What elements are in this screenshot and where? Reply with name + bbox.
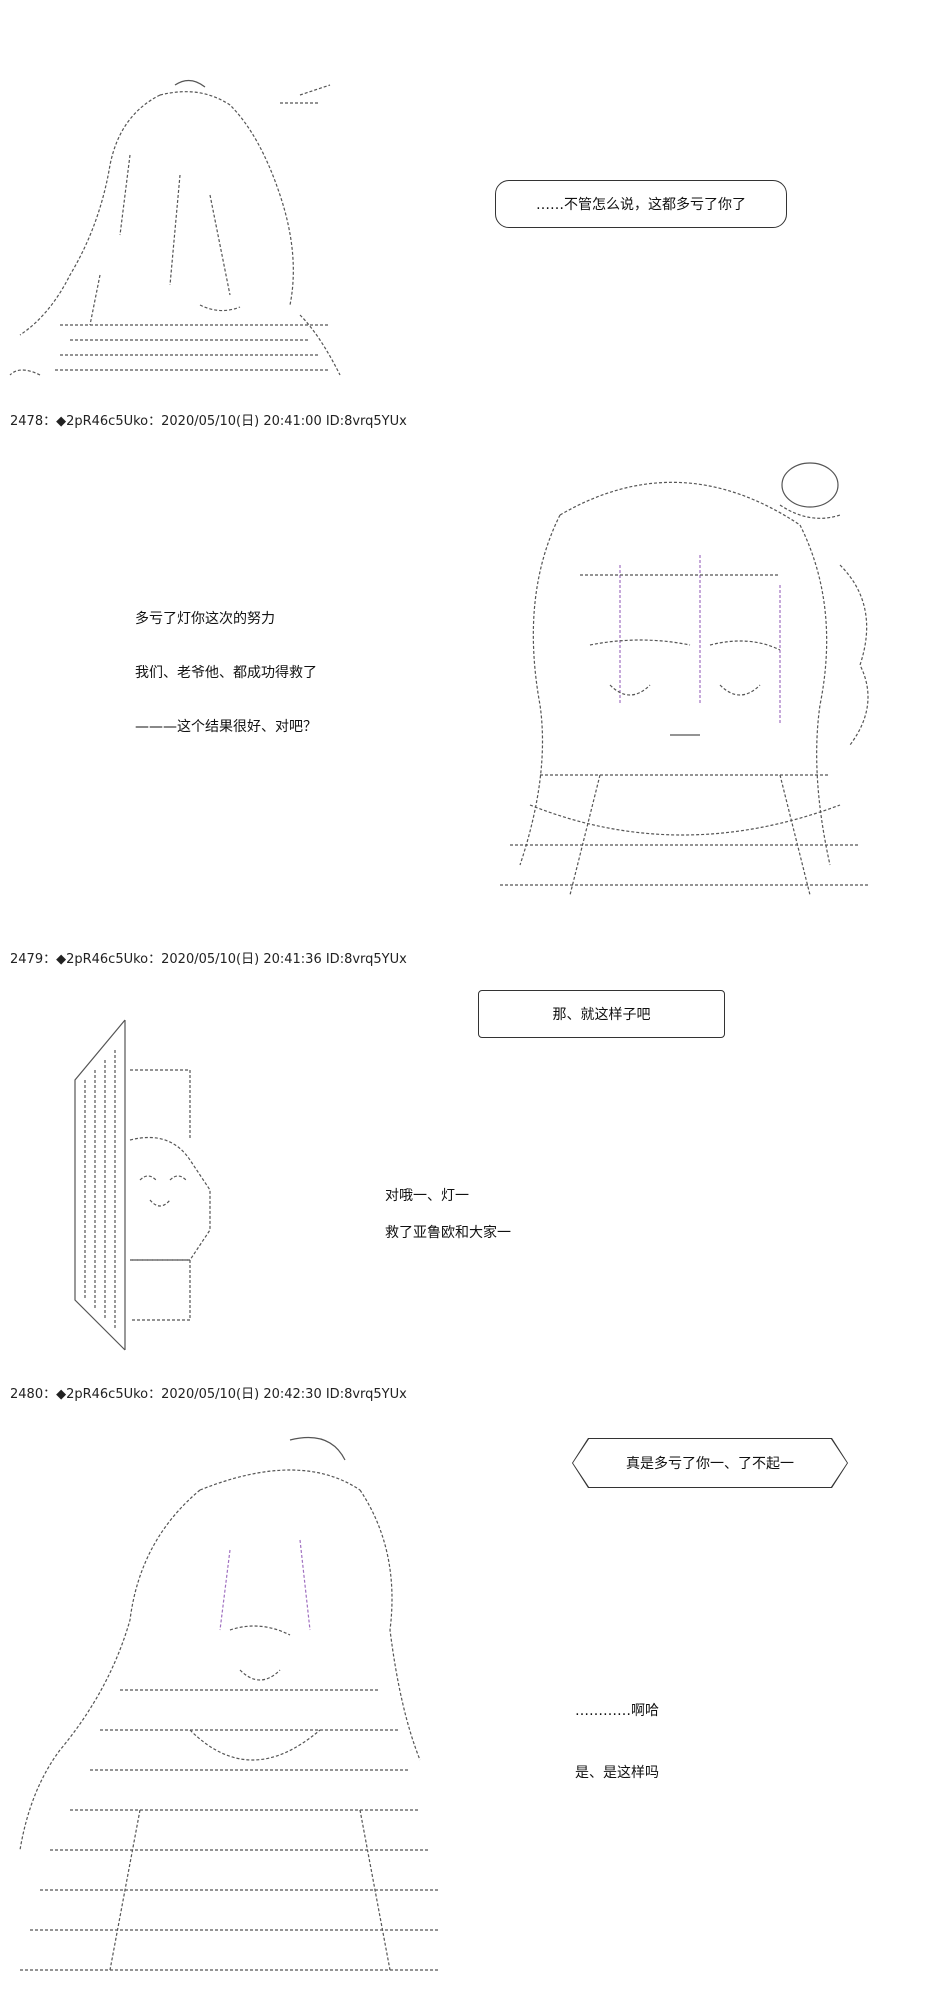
dialogue-line: ———这个结果很好、对吧？ xyxy=(135,719,317,735)
dialogue-line: 多亏了灯你这次的努力 xyxy=(135,611,275,627)
dialogue-line: …………啊哈 xyxy=(575,1703,659,1719)
aa-art-long-hair-girl xyxy=(19,1436,440,1971)
post-header-2478: 2478：◆2pR46c5Uko：2020/05/10(日) 20:41:00 … xyxy=(10,414,407,429)
dialogue-line: 救了亚鲁欧和大家一 xyxy=(385,1225,511,1241)
aa-art-girl-portrait xyxy=(500,462,870,896)
speech-bubble-3: 真是多亏了你一、了不起一 xyxy=(572,1438,848,1488)
post-header-2479: 2479：◆2pR46c5Uko：2020/05/10(日) 20:41:36 … xyxy=(10,952,407,967)
dialogue-line: 我们、老爷他、都成功得救了 xyxy=(135,665,317,681)
speech-bubble-1: ……不管怎么说，这都多亏了你了 xyxy=(495,180,787,228)
speech-bubble-2: 那、就这样子吧 xyxy=(478,990,725,1038)
post-header-2480: 2480：◆2pR46c5Uko：2020/05/10(日) 20:42:30 … xyxy=(10,1387,407,1402)
dialogue-line: 是、是这样吗 xyxy=(575,1765,659,1781)
aa-art-peeking-face xyxy=(74,1019,211,1351)
speech-bubble-3-text: 真是多亏了你一、了不起一 xyxy=(573,1439,847,1487)
dialogue-line: 对哦一、灯一 xyxy=(385,1188,469,1204)
aa-art-hooded-figure xyxy=(9,79,341,376)
